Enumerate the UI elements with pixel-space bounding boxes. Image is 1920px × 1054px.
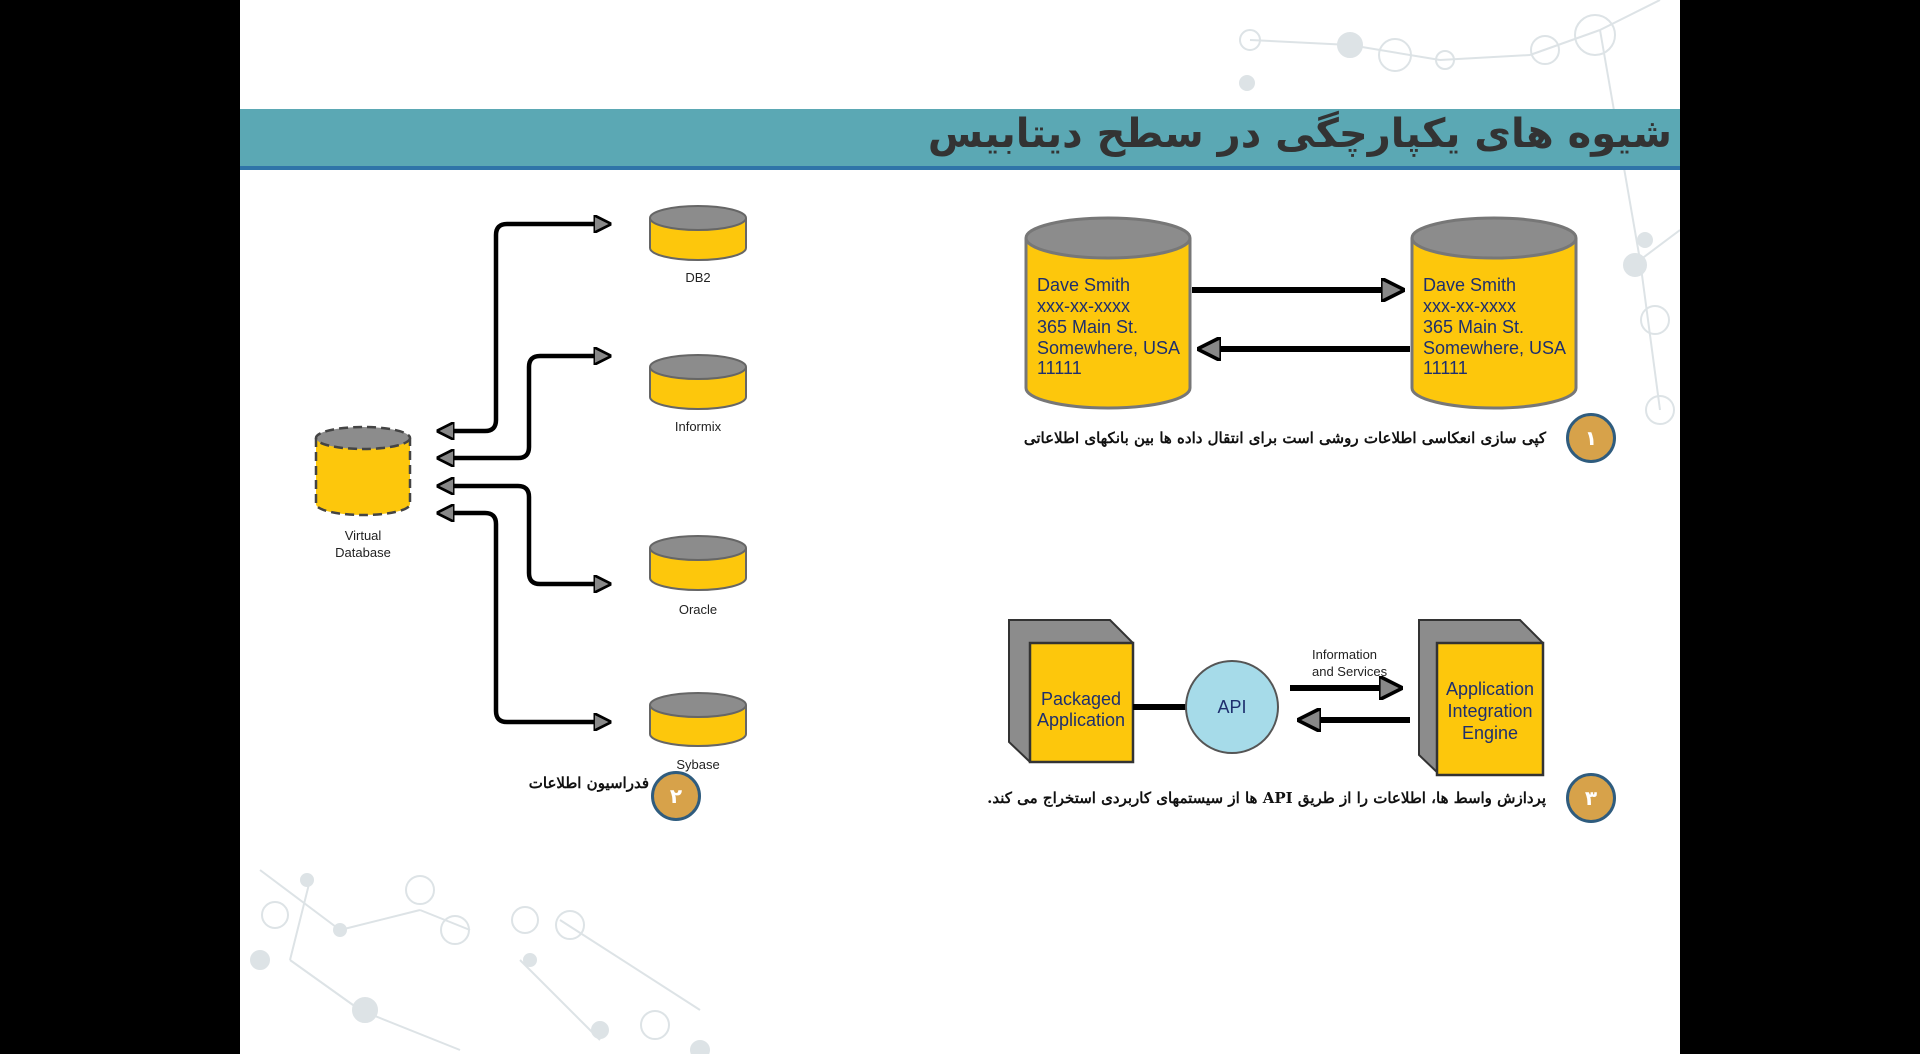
db2-database-icon bbox=[649, 205, 747, 261]
oracle-label: Oracle bbox=[679, 602, 717, 617]
integration-caption: پردازش واسط ها، اطلاعات را از طریق API ه… bbox=[987, 789, 1546, 807]
record-city: Somewhere, USA bbox=[1423, 338, 1566, 358]
link-oracle bbox=[440, 486, 608, 584]
informix-label: Informix bbox=[675, 419, 722, 434]
link-db2 bbox=[440, 224, 608, 431]
api-label: API bbox=[1217, 697, 1246, 717]
slide-artwork: Dave Smith xxx-xx-xxxx 365 Main St. Some… bbox=[250, 0, 1680, 1054]
federation-diagram: Virtual Database bbox=[314, 205, 747, 772]
federation-caption: فدراسیون اطلاعات bbox=[528, 774, 649, 792]
record-name: Dave Smith bbox=[1037, 275, 1130, 295]
oracle-database-icon bbox=[649, 535, 747, 591]
virtual-database-icon bbox=[314, 425, 412, 517]
record-ssn: xxx-xx-xxxx bbox=[1037, 296, 1130, 316]
record-street: 365 Main St. bbox=[1037, 317, 1138, 337]
flow-label: and Services bbox=[1312, 664, 1388, 679]
record-city: Somewhere, USA bbox=[1037, 338, 1180, 358]
badge-3: ۳ bbox=[1566, 773, 1616, 823]
source-database-icon bbox=[1024, 216, 1192, 410]
title-bar: شیوه های یکپارچگی در سطح دیتابیس bbox=[240, 109, 1680, 170]
slide-title: شیوه های یکپارچگی در سطح دیتابیس bbox=[927, 111, 1672, 157]
packaged-app-label: Application bbox=[1037, 710, 1125, 730]
badge-2: ۲ bbox=[651, 771, 701, 821]
sybase-database-icon bbox=[649, 692, 747, 747]
sybase-label: Sybase bbox=[676, 757, 719, 772]
engine-label: Engine bbox=[1462, 723, 1518, 743]
virtual-db-label: Database bbox=[335, 545, 391, 560]
record-ssn: xxx-xx-xxxx bbox=[1423, 296, 1516, 316]
badge-1: ۱ bbox=[1566, 413, 1616, 463]
engine-label: Application bbox=[1446, 679, 1534, 699]
integration-engine-icon bbox=[1418, 619, 1545, 777]
replication-diagram: Dave Smith xxx-xx-xxxx 365 Main St. Some… bbox=[1024, 216, 1578, 410]
packaged-app-label: Packaged bbox=[1041, 689, 1121, 709]
link-sybase bbox=[440, 513, 608, 722]
slide: Dave Smith xxx-xx-xxxx 365 Main St. Some… bbox=[240, 0, 1680, 1054]
db2-label: DB2 bbox=[685, 270, 710, 285]
record-name: Dave Smith bbox=[1423, 275, 1516, 295]
engine-label: Integration bbox=[1447, 701, 1532, 721]
integration-diagram: Packaged Application API Application Int… bbox=[1008, 619, 1545, 777]
record-zip: 11111 bbox=[1423, 358, 1468, 378]
network-decoration bbox=[250, 0, 1680, 1054]
replication-caption: کپی سازی انعکاسی اطلاعات روشی است برای ا… bbox=[1023, 429, 1546, 447]
link-informix bbox=[440, 356, 608, 458]
flow-label: Information bbox=[1312, 647, 1377, 662]
target-database-icon bbox=[1410, 216, 1578, 410]
packaged-application-icon bbox=[1008, 619, 1135, 764]
record-street: 365 Main St. bbox=[1423, 317, 1524, 337]
api-circle bbox=[1185, 660, 1279, 754]
virtual-db-label: Virtual bbox=[345, 528, 382, 543]
informix-database-icon bbox=[649, 354, 747, 410]
record-zip: 11111 bbox=[1037, 358, 1082, 378]
